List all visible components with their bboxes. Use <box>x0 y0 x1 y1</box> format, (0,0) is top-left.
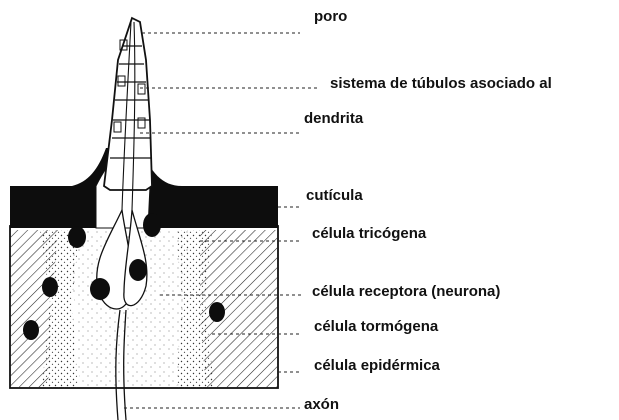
label-poro: poro <box>314 8 347 26</box>
label-tormogena: célula tormógena <box>314 318 438 336</box>
label-receptora: célula receptora (neurona) <box>312 283 500 301</box>
label-tubulos: sistema de túbulos asociado al <box>330 75 552 93</box>
label-tricogena: célula tricógena <box>312 225 426 243</box>
hair-shaft <box>104 18 152 190</box>
label-axon: axón <box>304 396 339 414</box>
label-dendrita: dendrita <box>304 110 363 128</box>
label-cuticula: cutícula <box>306 187 363 205</box>
label-epidermica: célula epidérmica <box>314 357 440 375</box>
